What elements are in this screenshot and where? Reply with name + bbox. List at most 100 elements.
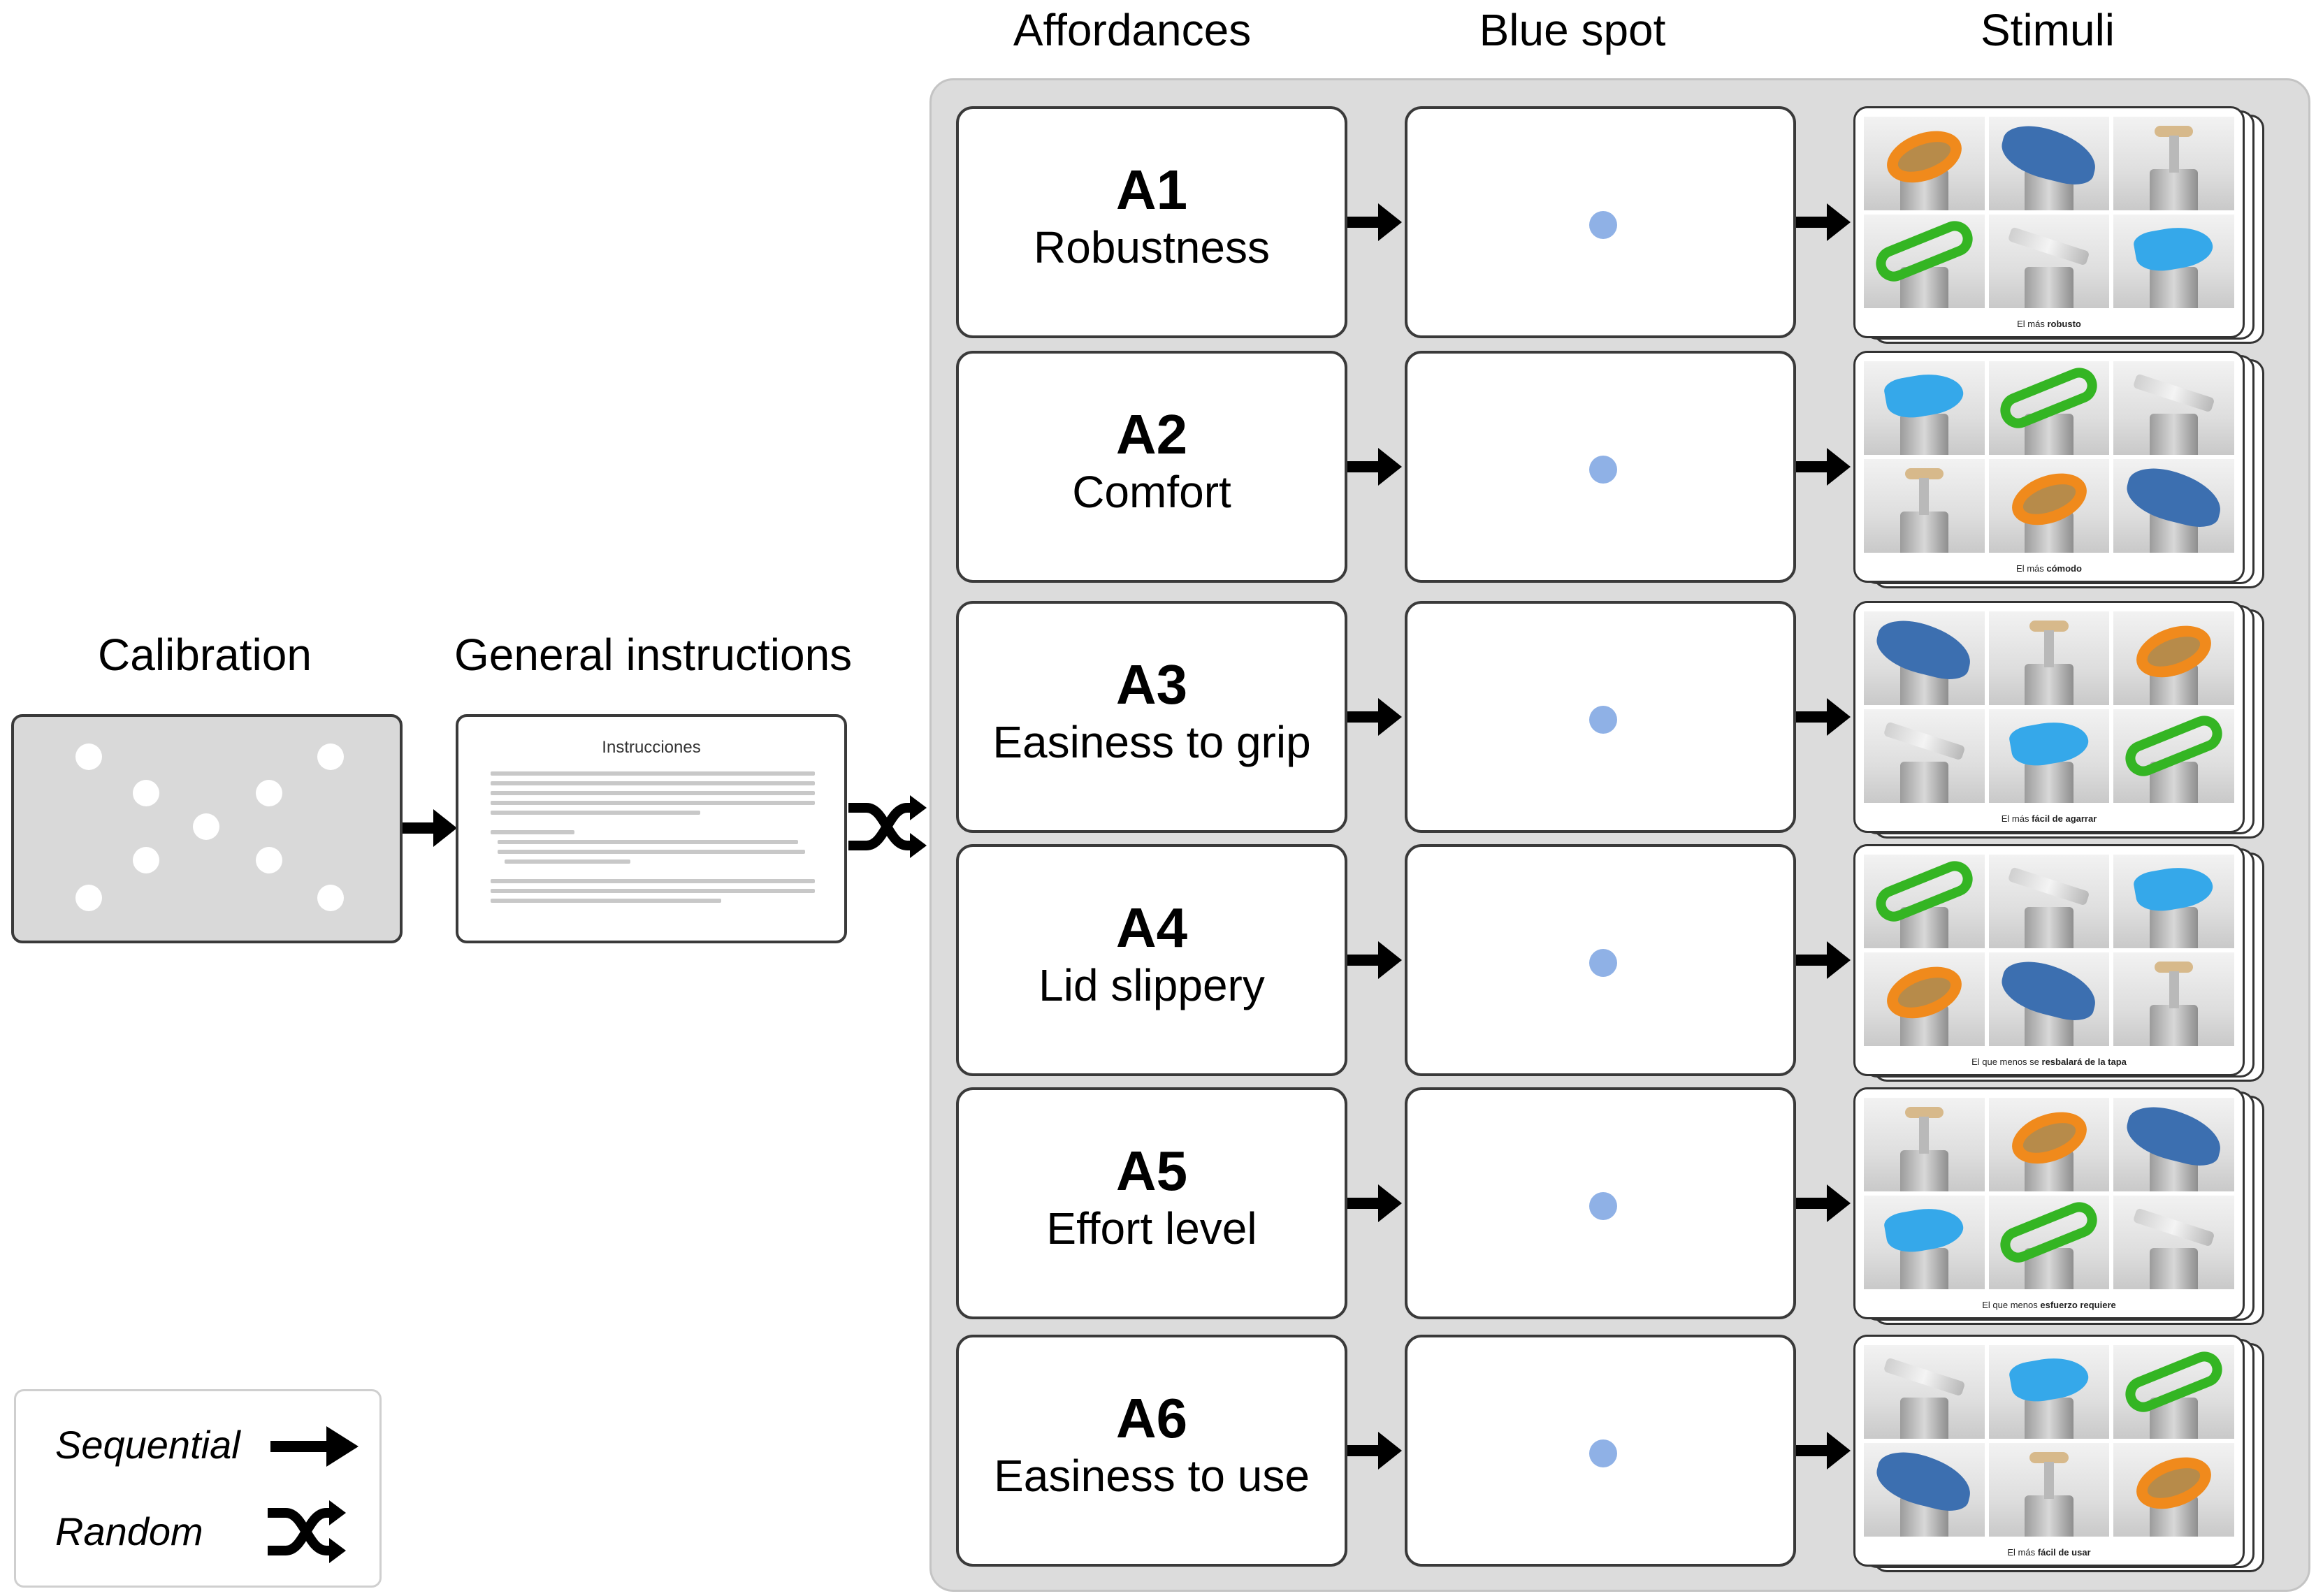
legend-random-label: Random: [55, 1509, 203, 1553]
affordance-code: A2: [1115, 403, 1188, 465]
stimulus-image: [2113, 952, 2234, 1046]
shuffle-icon: [848, 795, 927, 858]
caption-prefix: El más: [2017, 319, 2048, 329]
stimulus-image: [1864, 855, 1985, 948]
stimulus-caption: El más cómodo: [1855, 563, 2243, 574]
stimulus-card: El que menos esfuerzo requiere: [1853, 1087, 2245, 1319]
stimulus-image: [2113, 215, 2234, 308]
stimulus-image: [1864, 215, 1985, 308]
affordance-label: Easiness to use: [994, 1451, 1310, 1501]
affordance-code: A5: [1115, 1140, 1188, 1202]
stimulus-image: [1864, 117, 1985, 210]
calibration-dot: [256, 780, 282, 806]
stimulus-image: [1988, 361, 2110, 455]
stimulus-caption: El más fácil de agarrar: [1855, 813, 2243, 824]
arrow-right-icon: [1796, 1184, 1851, 1222]
caption-bold: esfuerzo requiere: [2040, 1300, 2116, 1310]
stimulus-image: [2113, 361, 2234, 455]
arrow-right-icon: [1796, 448, 1851, 486]
calibration-dot: [256, 847, 282, 873]
stimulus-image: [1988, 459, 2110, 553]
stimulus-image: [1864, 611, 1985, 705]
calibration-dot: [317, 743, 344, 770]
affordance-code: A3: [1115, 653, 1188, 716]
stimulus-image: [1864, 1196, 1985, 1289]
blue-spot-screen: [1405, 844, 1796, 1076]
stimulus-image: [1988, 1196, 2110, 1289]
arrow-right-icon: [1796, 1432, 1851, 1470]
stimulus-card: El más cómodo: [1853, 351, 2245, 583]
affordance-label: Easiness to grip: [992, 717, 1311, 767]
affordance-label: Effort level: [1046, 1203, 1257, 1254]
arrow-right-icon: [1347, 1184, 1402, 1222]
heading-stimuli: Stimuli: [1980, 5, 2115, 55]
affordance-code: A1: [1115, 159, 1188, 221]
stimulus-image: [1988, 709, 2110, 803]
blue-spot-screen: [1405, 1087, 1796, 1319]
caption-bold: resbalará de la tapa: [2041, 1057, 2127, 1067]
stimulus-card: El que menos se resbalará de la tapa: [1853, 844, 2245, 1076]
stimulus-image: [2113, 459, 2234, 553]
arrow-right-icon: [1347, 1432, 1402, 1470]
stimulus-image: [1864, 709, 1985, 803]
stimulus-caption: El que menos se resbalará de la tapa: [1855, 1057, 2243, 1067]
stimulus-image: [1988, 1345, 2110, 1439]
calibration-dot: [133, 780, 159, 806]
calibration-dot: [193, 813, 219, 840]
legend: Sequential Random: [14, 1389, 382, 1588]
heading-general-instructions: General instructions: [454, 630, 853, 680]
affordance-code: A6: [1115, 1387, 1188, 1449]
legend-sequential-label: Sequential: [55, 1423, 240, 1467]
blue-spot-screen: [1405, 1335, 1796, 1567]
affordance-label: Lid slippery: [1038, 960, 1265, 1010]
affordance-label: Robustness: [1034, 222, 1270, 273]
stimulus-image: [1988, 855, 2110, 948]
stimulus-image: [2113, 1345, 2234, 1439]
stimulus-image: [1864, 459, 1985, 553]
blue-spot: [1589, 1192, 1617, 1220]
shuffle-icon: [268, 1500, 346, 1563]
stimulus-image: [2113, 1196, 2234, 1289]
arrow-right-icon: [1796, 941, 1851, 979]
arrow-right-icon: [403, 809, 457, 847]
calibration-dot: [75, 885, 102, 911]
arrow-right-icon: [1796, 203, 1851, 241]
blue-spot: [1589, 1439, 1617, 1467]
stimulus-image: [1988, 1098, 2110, 1191]
heading-blue-spot: Blue spot: [1479, 5, 1666, 55]
caption-bold: robusto: [2047, 319, 2081, 329]
stimulus-caption: El que menos esfuerzo requiere: [1855, 1300, 2243, 1310]
calibration-dot: [133, 847, 159, 873]
blue-spot: [1589, 706, 1617, 734]
blue-spot-screen: [1405, 601, 1796, 833]
arrow-right-icon: [1347, 941, 1402, 979]
arrow-right-icon: [1347, 698, 1402, 736]
stimulus-card: El más fácil de agarrar: [1853, 601, 2245, 833]
stimulus-image: [1864, 1345, 1985, 1439]
instructions-screen: Instrucciones: [456, 714, 847, 943]
calibration-screen: [11, 714, 403, 943]
arrow-right-icon: [1347, 203, 1402, 241]
stimulus-image: [1988, 1443, 2110, 1537]
stimulus-card: El más robusto: [1853, 106, 2245, 338]
stimulus-image: [2113, 709, 2234, 803]
caption-prefix: El que menos se: [1971, 1057, 2042, 1067]
stimulus-image: [2113, 1443, 2234, 1537]
blue-spot-screen: [1405, 351, 1796, 583]
blue-spot: [1589, 211, 1617, 239]
stimulus-image: [1988, 215, 2110, 308]
stimulus-image: [2113, 1098, 2234, 1191]
caption-bold: cómodo: [2046, 563, 2082, 574]
stimulus-caption: El más robusto: [1855, 319, 2243, 329]
arrow-right-icon: [1796, 698, 1851, 736]
heading-affordances: Affordances: [1013, 5, 1252, 55]
caption-bold: fácil de usar: [2037, 1547, 2091, 1558]
stimulus-card: El más fácil de usar: [1853, 1335, 2245, 1567]
arrow-right-icon: [1347, 448, 1402, 486]
blue-spot: [1589, 949, 1617, 977]
affordance-code: A4: [1115, 897, 1188, 959]
